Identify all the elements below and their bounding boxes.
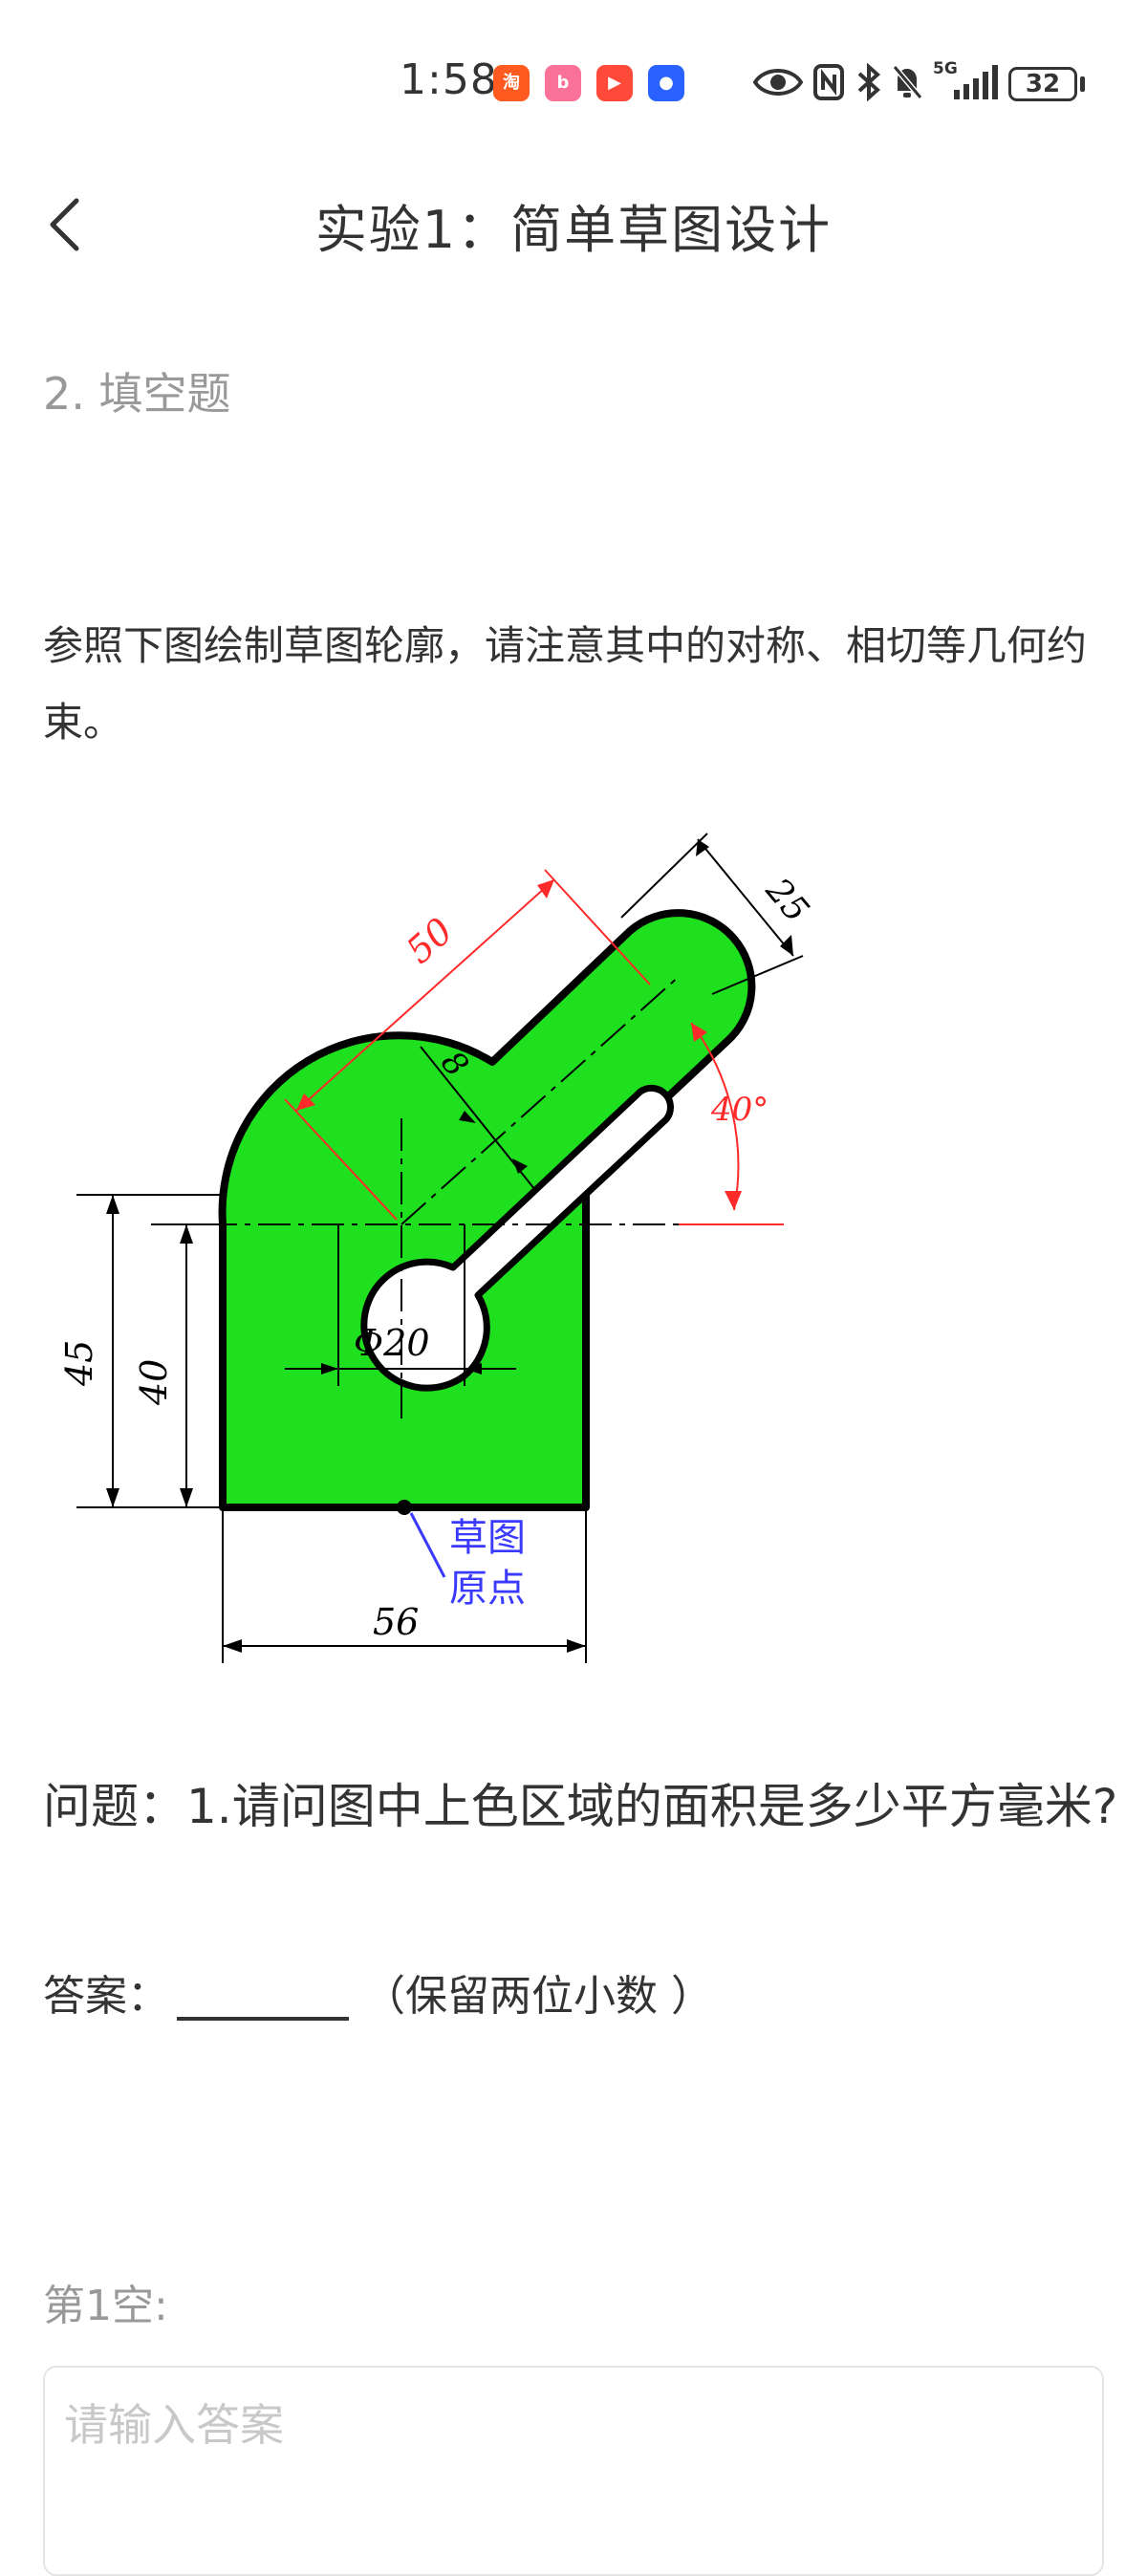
dim-label-25: 25 bbox=[757, 871, 815, 930]
slot-hole-cutout bbox=[360, 1084, 674, 1392]
answer-input[interactable] bbox=[43, 2366, 1104, 2576]
center-lines bbox=[151, 974, 726, 1424]
battery-level: 32 bbox=[1025, 70, 1061, 98]
bilibili-icon: b bbox=[545, 65, 581, 101]
bluetooth-icon bbox=[857, 63, 881, 101]
signal-icon bbox=[954, 65, 998, 99]
question-intro: 参照下图绘制草图轮廓，请注意其中的对称、相切等几何约束。 bbox=[43, 622, 1088, 746]
eye-icon bbox=[753, 69, 803, 96]
battery-icon: 32 bbox=[1008, 67, 1077, 101]
dim-label-40: 40 bbox=[133, 1359, 175, 1406]
page-title: 实验1：简单草图设计 bbox=[314, 200, 833, 260]
mute-bell-icon bbox=[892, 65, 923, 99]
question-prompt: 问题：1.请问图中上色区域的面积是多少平方毫米? bbox=[43, 1779, 1118, 1834]
angle-arc bbox=[690, 1022, 740, 1211]
kuaishou-icon: ▶ bbox=[596, 65, 633, 101]
network-type: 5G bbox=[933, 59, 958, 78]
answer-note: （保留两位小数 ） bbox=[363, 1972, 713, 2021]
dim-25 bbox=[620, 833, 804, 995]
sketch-figure: 25 50 8 40° 45 40 Φ20 bbox=[58, 833, 816, 1663]
dim-label-56: 56 bbox=[373, 1601, 419, 1643]
question-type-label: 2. 填空题 bbox=[43, 368, 231, 420]
battery-tip bbox=[1080, 76, 1085, 92]
dim-50 bbox=[284, 869, 651, 1221]
taobao-icon: 淘 bbox=[493, 65, 530, 101]
app-store-icon: ● bbox=[648, 65, 684, 101]
nfc-icon bbox=[813, 64, 844, 100]
dim-label-angle: 40° bbox=[710, 1091, 768, 1129]
blank-label: 第1空: bbox=[43, 2282, 168, 2330]
dim-45-40 bbox=[76, 1194, 220, 1508]
dim-label-45: 45 bbox=[58, 1340, 100, 1387]
back-arrow-icon[interactable] bbox=[38, 191, 96, 258]
colored-region bbox=[218, 909, 756, 1511]
origin-label-line2: 原点 bbox=[449, 1567, 526, 1611]
dim-label-diameter: Φ20 bbox=[354, 1322, 430, 1364]
dim-label-50: 50 bbox=[399, 910, 461, 972]
origin-point bbox=[397, 1500, 412, 1515]
answer-label: 答案： bbox=[43, 1972, 169, 2021]
answer-blank-line bbox=[177, 2017, 349, 2021]
origin-label-line1: 草图 bbox=[449, 1516, 526, 1560]
status-time: 1:58 bbox=[400, 55, 498, 104]
dim-56 bbox=[222, 1507, 587, 1663]
status-bar: 1:58 淘 b ▶ ● 5G 32 bbox=[0, 0, 1147, 162]
